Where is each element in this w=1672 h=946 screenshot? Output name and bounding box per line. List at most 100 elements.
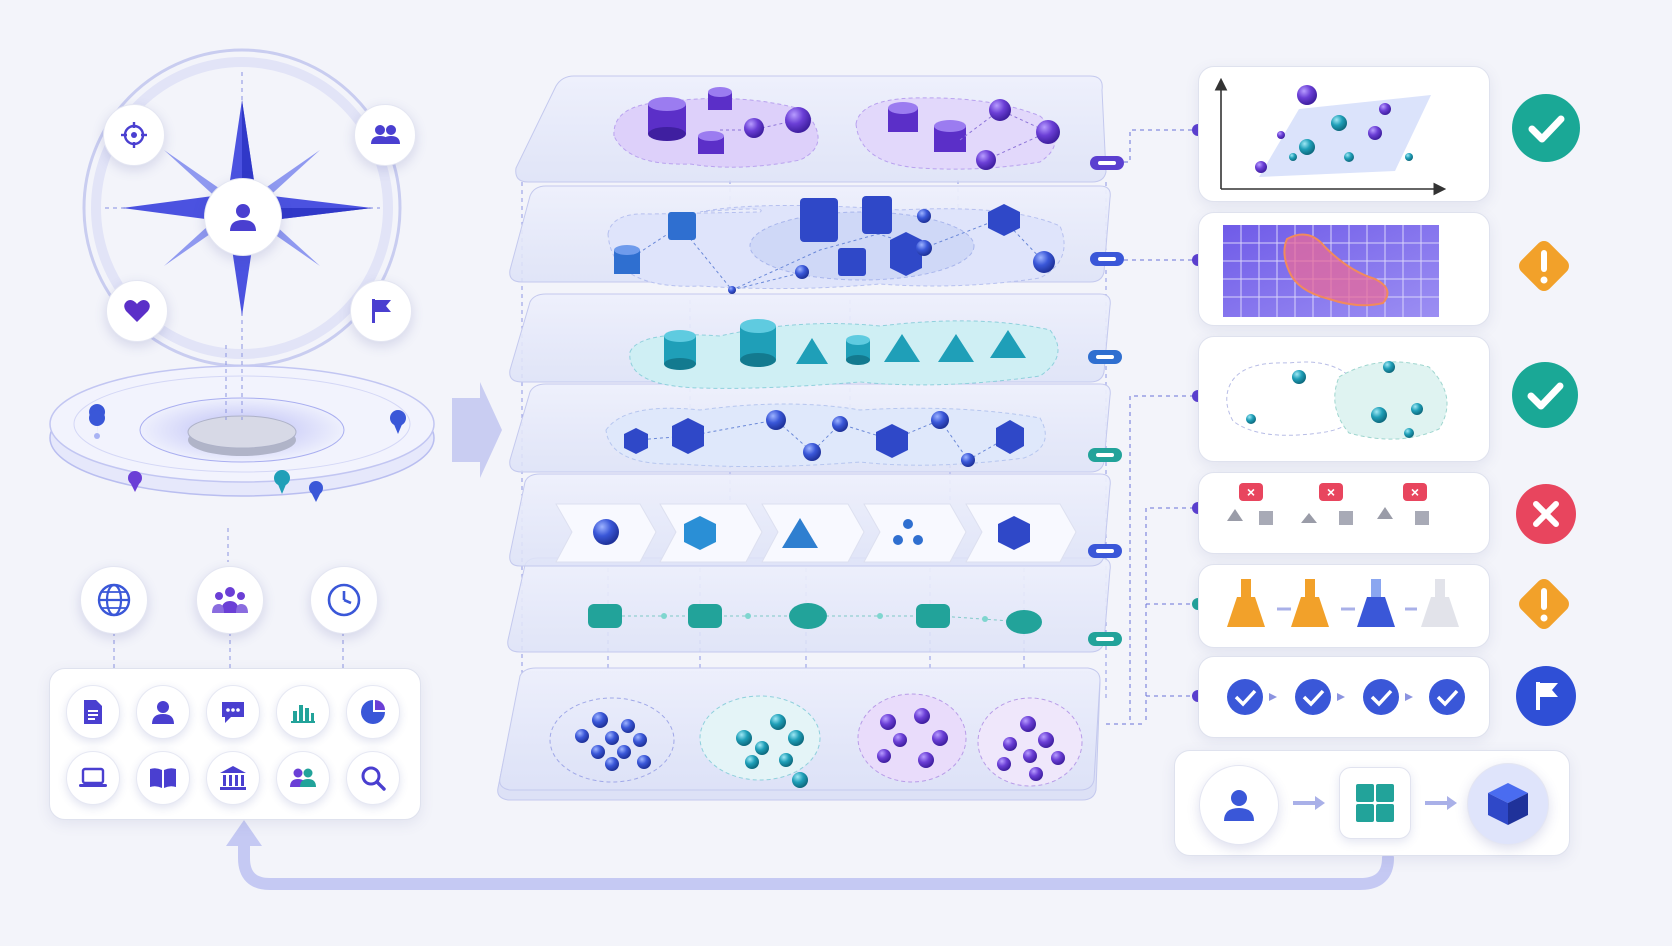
status-flag[interactable] — [1514, 664, 1578, 728]
map-pins — [89, 404, 406, 502]
heatmap-panel[interactable] — [1198, 212, 1490, 326]
document-icon — [84, 700, 102, 724]
pipeline-pyramid — [782, 518, 818, 548]
experiment-panel[interactable] — [1198, 564, 1490, 648]
compass-center-button[interactable] — [204, 178, 282, 256]
status-success-2[interactable] — [1510, 360, 1580, 430]
cluster-panel[interactable] — [1198, 336, 1490, 462]
warning-icon — [1519, 579, 1569, 629]
check-step-4 — [1429, 679, 1465, 715]
return-arrowhead — [226, 820, 262, 846]
status-warning-1[interactable] — [1512, 234, 1576, 298]
context-clock-button[interactable] — [310, 566, 378, 634]
source-laptop-button[interactable] — [66, 751, 120, 805]
relation-cylinder — [614, 245, 640, 274]
checklist-panel[interactable] — [1198, 656, 1490, 738]
source-user-button[interactable] — [136, 685, 190, 739]
svg-text:×: × — [1327, 484, 1335, 500]
source-users-button[interactable] — [276, 751, 330, 805]
source-bank-button[interactable] — [206, 751, 260, 805]
source-pie-chart-button[interactable] — [346, 685, 400, 739]
compass-flag-button[interactable] — [350, 280, 412, 342]
scatter-panel[interactable] — [1198, 66, 1490, 202]
result-flow-card — [1174, 750, 1570, 856]
compass-users-button[interactable] — [354, 104, 416, 166]
user-icon — [152, 701, 174, 724]
feature-pyramids — [796, 330, 1026, 364]
result-grid-button[interactable] — [1339, 767, 1411, 839]
bar-chart-icon — [291, 705, 315, 723]
status-warning-2[interactable] — [1512, 572, 1576, 636]
pipeline-cube — [684, 516, 716, 550]
cube-icon — [1488, 783, 1528, 825]
layer-features — [509, 293, 1111, 389]
result-arrow-1 — [1293, 796, 1325, 810]
pipeline-cluster — [893, 519, 923, 545]
cluster-map — [1226, 361, 1448, 440]
source-book-button[interactable] — [136, 751, 190, 805]
svg-text:×: × — [1411, 484, 1419, 500]
check-step-2 — [1295, 679, 1331, 715]
source-document-button[interactable] — [66, 685, 120, 739]
check-sequence — [1227, 679, 1465, 715]
flagged-items: × × × — [1227, 483, 1429, 525]
check-icon — [1512, 362, 1578, 428]
check-step-3 — [1363, 679, 1399, 715]
compass-heart-button[interactable] — [106, 280, 168, 342]
relation-cubes — [668, 196, 1020, 276]
layer-relations — [509, 185, 1111, 294]
pipeline-cube-2 — [998, 516, 1030, 550]
compass-target-button[interactable] — [103, 104, 165, 166]
clock-icon — [327, 583, 361, 617]
users-icon — [290, 768, 316, 787]
feature-cylinders — [664, 319, 870, 370]
result-user-button[interactable] — [1199, 765, 1279, 845]
location-platform — [49, 345, 435, 497]
grid-icon — [1356, 784, 1394, 822]
flask-orange — [1227, 579, 1265, 627]
anomaly-panel[interactable]: × × × — [1198, 472, 1490, 554]
source-grid-card — [49, 668, 421, 820]
flask-empty — [1421, 579, 1459, 627]
globe-icon — [97, 583, 131, 617]
context-globe-button[interactable] — [80, 566, 148, 634]
layer-clusters — [497, 667, 1101, 801]
source-chat-button[interactable] — [206, 685, 260, 739]
entity-cylinders — [648, 87, 966, 154]
flag-icon — [1516, 666, 1576, 726]
search-icon — [361, 766, 386, 791]
flask-blue — [1357, 579, 1395, 627]
cluster-cyan — [736, 714, 808, 788]
result-arrow-2 — [1425, 796, 1457, 810]
cluster-violet-2 — [997, 716, 1065, 781]
check-icon — [1512, 94, 1580, 162]
flag-group-3: × — [1377, 483, 1429, 525]
flask-series — [1227, 579, 1459, 627]
layer-nodes — [507, 557, 1111, 653]
flow-arrow-right — [452, 382, 502, 478]
check-step-1 — [1227, 679, 1263, 715]
source-search-button[interactable] — [346, 751, 400, 805]
heatmap — [1223, 225, 1439, 317]
bank-icon — [220, 766, 246, 790]
cluster-violet — [877, 708, 948, 768]
layer-entities — [515, 75, 1107, 183]
context-group-button[interactable] — [196, 566, 264, 634]
layer-tabs — [1088, 156, 1124, 646]
return-loop — [238, 840, 1394, 890]
result-cube-button[interactable] — [1467, 763, 1549, 845]
layer-graph — [509, 383, 1111, 473]
source-bar-chart-button[interactable] — [276, 685, 330, 739]
svg-text:×: × — [1247, 484, 1255, 500]
flask-orange-2 — [1291, 579, 1329, 627]
laptop-icon — [79, 767, 107, 787]
flag-icon — [372, 299, 391, 323]
scatter-plot — [1214, 77, 1447, 196]
user-icon — [1224, 790, 1254, 821]
status-error[interactable] — [1514, 482, 1578, 546]
flag-group-1: × — [1227, 483, 1273, 525]
close-icon — [1516, 484, 1576, 544]
cluster-blue — [575, 712, 651, 771]
status-success-1[interactable] — [1510, 92, 1582, 164]
